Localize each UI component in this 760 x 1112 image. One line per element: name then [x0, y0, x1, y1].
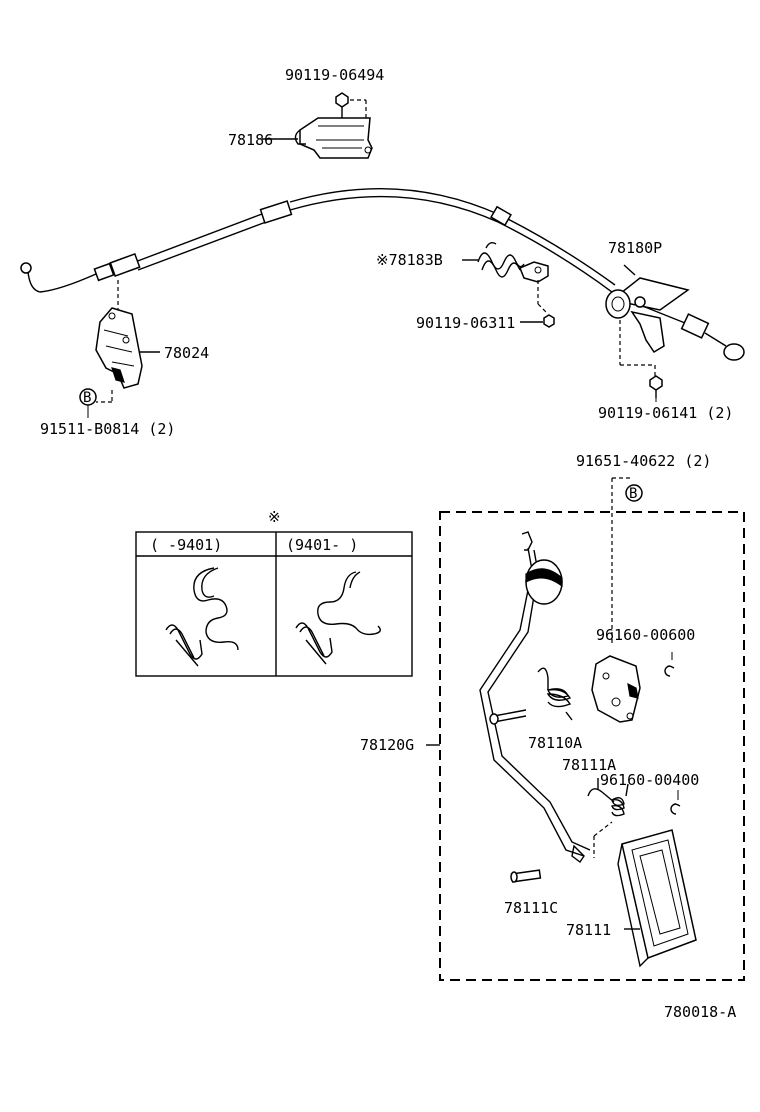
circle-b-left-text: B — [83, 390, 91, 406]
inset-col2-header: (9401- ) — [286, 536, 358, 554]
label-78110a: 78110A — [528, 734, 582, 752]
spring-clip-variant-1 — [165, 567, 239, 667]
accelerator-cable — [20, 188, 745, 361]
bolt-90119-06141 — [649, 375, 663, 398]
circle-b-right-text: B — [629, 486, 637, 502]
label-78180p: 78180P — [608, 239, 662, 257]
label-78111: 78111 — [566, 921, 611, 939]
spring-clip-78183b — [477, 241, 549, 283]
bolt-90119-06494 — [335, 92, 349, 120]
circle-mark-b-left: B — [79, 388, 97, 406]
diagram-id: 780018-A — [664, 1003, 736, 1021]
label-78024: 78024 — [164, 344, 209, 362]
inset-variant-table — [135, 531, 413, 677]
bracket-78186 — [294, 117, 373, 159]
label-78120g: 78120G — [360, 736, 414, 754]
pedal-pad-78111 — [617, 829, 697, 968]
label-91651-40622: 91651-40622 (2) — [576, 452, 711, 470]
circle-mark-b-right: B — [625, 484, 643, 502]
label-90119-06141: 90119-06141 (2) — [598, 404, 733, 422]
label-91511-b0814: 91511-B0814 (2) — [40, 420, 175, 438]
label-78183b: ※78183B — [376, 251, 443, 269]
inset-col1-header: ( -9401) — [150, 536, 222, 554]
e-ring-96160-00600 — [664, 665, 675, 677]
pedal-assy-boundary — [439, 511, 745, 981]
label-96160-00600: 96160-00600 — [596, 626, 695, 644]
label-78111a: 78111A — [562, 756, 616, 774]
pedal-bracket-plate — [591, 655, 641, 723]
label-78186: 78186 — [228, 131, 273, 149]
bracket-78180p — [605, 277, 690, 354]
bolt-90119-06311 — [543, 314, 555, 328]
pedal-arm — [479, 531, 591, 864]
label-96160-00400: 96160-00400 — [600, 771, 699, 789]
inset-marker: ※ — [268, 508, 281, 526]
label-90119-06311: 90119-06311 — [416, 314, 515, 332]
e-ring-96160-00400 — [670, 803, 681, 815]
bracket-78024 — [95, 307, 143, 389]
label-78111c: 78111C — [504, 899, 558, 917]
return-spring-78110a — [537, 667, 573, 721]
label-90119-06494: 90119-06494 — [285, 66, 384, 84]
pin-78111c — [510, 869, 542, 883]
spring-78111a — [587, 783, 629, 817]
spring-clip-variant-2 — [295, 571, 381, 665]
